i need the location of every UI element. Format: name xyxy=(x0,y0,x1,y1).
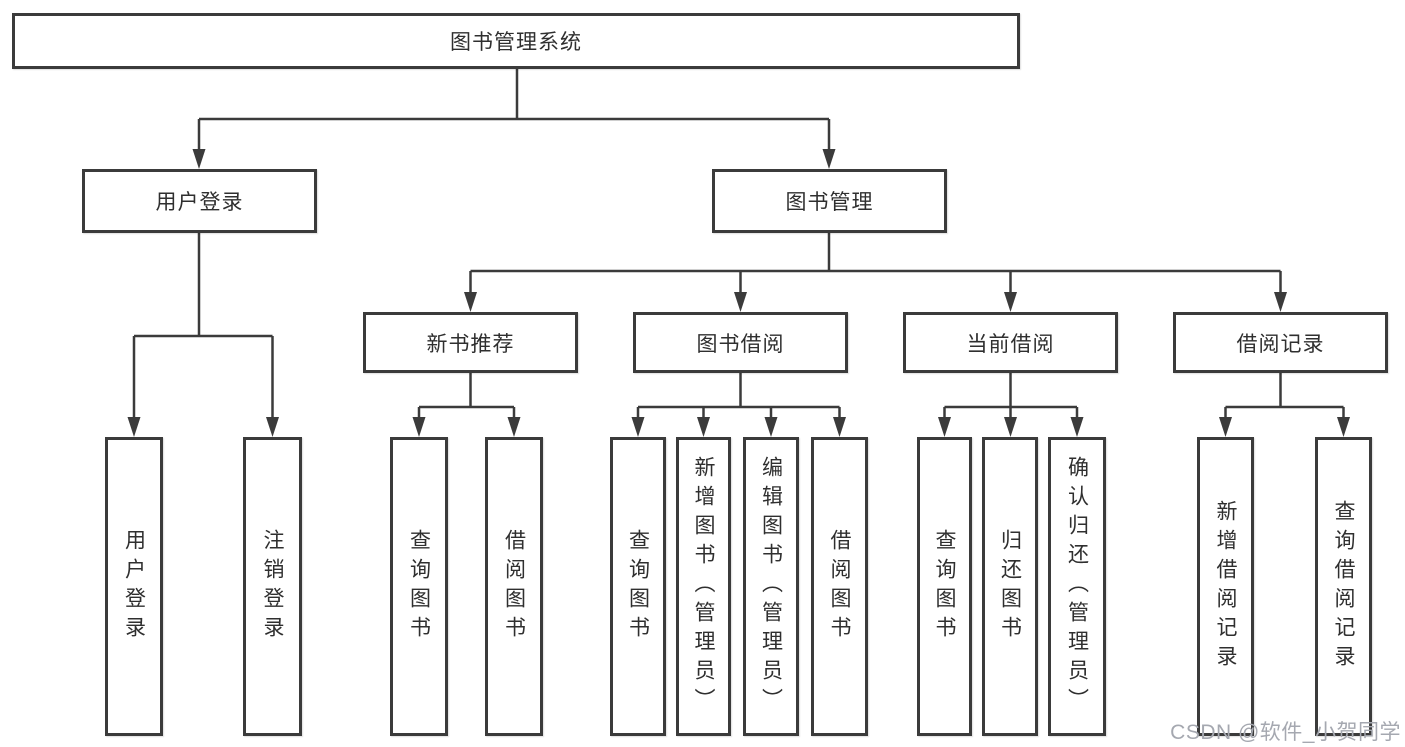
leaf-label: 新增图书（管理员） xyxy=(692,456,715,717)
node-label: 借阅记录 xyxy=(1236,332,1325,356)
leaf-label: 借阅图书 xyxy=(828,528,851,645)
leaf-bb-query-book: 查询图书 xyxy=(610,437,666,736)
leaf-label: 注销登录 xyxy=(261,528,284,645)
leaf-user-login: 用户登录 xyxy=(105,437,163,736)
leaf-label: 查询借阅记录 xyxy=(1332,499,1355,674)
leaf-label: 编辑图书（管理员） xyxy=(759,456,783,717)
leaf-rr-add-borrow-record: 新增借阅记录 xyxy=(1197,437,1254,736)
leaf-nb-query-book: 查询图书 xyxy=(390,437,448,736)
node-label: 图书管理系统 xyxy=(450,31,582,54)
leaf-label: 查询图书 xyxy=(933,528,956,645)
node-current-borrow: 当前借阅 xyxy=(903,312,1118,373)
watermark: CSDN @软件_小贺同学 xyxy=(1170,721,1401,744)
leaf-label: 新增借阅记录 xyxy=(1214,499,1237,674)
node-label: 当前借阅 xyxy=(966,332,1055,356)
leaf-label: 确认归还（管理员） xyxy=(1065,456,1089,717)
node-label: 图书借阅 xyxy=(696,332,785,356)
leaf-cb-confirm-return-admin: 确认归还（管理员） xyxy=(1048,437,1106,736)
leaf-nb-borrow-book: 借阅图书 xyxy=(485,437,543,736)
leaf-bb-edit-book-admin: 编辑图书（管理员） xyxy=(743,437,799,736)
leaf-label: 借阅图书 xyxy=(502,528,526,645)
leaf-label: 用户登录 xyxy=(122,528,146,645)
leaf-label: 查询图书 xyxy=(626,528,650,645)
leaf-label: 归还图书 xyxy=(998,528,1022,645)
node-label: 图书管理 xyxy=(785,191,874,214)
arrowheads xyxy=(127,149,1350,437)
leaf-bb-borrow-book: 借阅图书 xyxy=(811,437,868,736)
node-library-management-system: 图书管理系统 xyxy=(12,13,1020,69)
node-user-login-branch: 用户登录 xyxy=(82,169,317,233)
leaf-bb-add-book-admin: 新增图书（管理员） xyxy=(676,437,731,736)
leaf-label: 查询图书 xyxy=(407,528,431,645)
leaf-cb-return-book: 归还图书 xyxy=(982,437,1038,736)
leaf-cb-query-book: 查询图书 xyxy=(917,437,972,736)
leaf-logout-login: 注销登录 xyxy=(243,437,302,736)
node-label: 用户登录 xyxy=(155,191,244,214)
node-label: 新书推荐 xyxy=(426,332,515,356)
node-book-management-branch: 图书管理 xyxy=(712,169,947,233)
node-borrow-record: 借阅记录 xyxy=(1173,312,1388,373)
leaf-rr-query-borrow-record: 查询借阅记录 xyxy=(1315,437,1372,736)
node-new-book-recommend: 新书推荐 xyxy=(363,312,578,373)
node-book-borrow: 图书借阅 xyxy=(633,312,848,373)
